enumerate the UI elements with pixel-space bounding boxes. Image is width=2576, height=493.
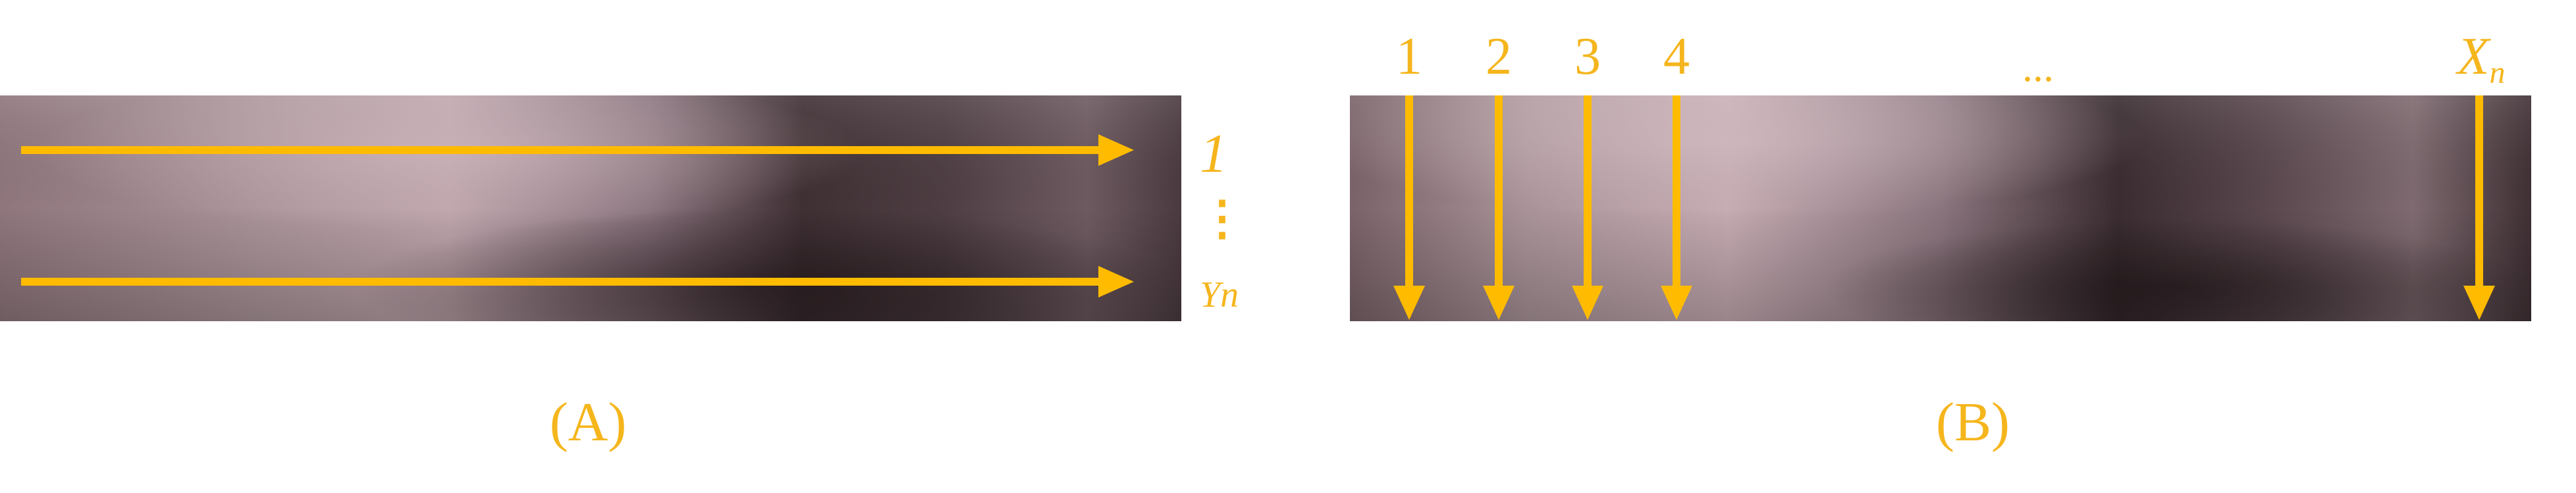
- row-label-first: 1: [1200, 123, 1227, 184]
- col-label-n-base: X: [2457, 28, 2490, 86]
- row-ellipsis: ⋮: [1198, 192, 1246, 245]
- row-arrow-first: [21, 134, 1134, 166]
- col-arrow-n: [2463, 95, 2495, 320]
- row-label-last: Yn: [1200, 274, 1239, 315]
- caption-b: (B): [1936, 392, 2010, 453]
- col-arrow-3: [1572, 95, 1603, 320]
- col-label-2: 2: [1486, 28, 1512, 86]
- col-arrow-4: [1661, 95, 1692, 320]
- image-strip-b: [1350, 95, 2531, 321]
- col-arrow-1: [1393, 95, 1425, 320]
- col-label-1: 1: [1396, 28, 1422, 86]
- row-arrow-last: [21, 266, 1134, 298]
- col-arrow-2: [1483, 95, 1515, 320]
- col-label-n-sub: n: [2489, 55, 2506, 90]
- col-label-4: 4: [1663, 28, 1690, 86]
- col-ellipsis: ...: [2022, 43, 2054, 90]
- caption-a: (A): [549, 392, 627, 453]
- col-label-n: Xn: [2457, 30, 2506, 89]
- col-label-3: 3: [1574, 28, 1601, 86]
